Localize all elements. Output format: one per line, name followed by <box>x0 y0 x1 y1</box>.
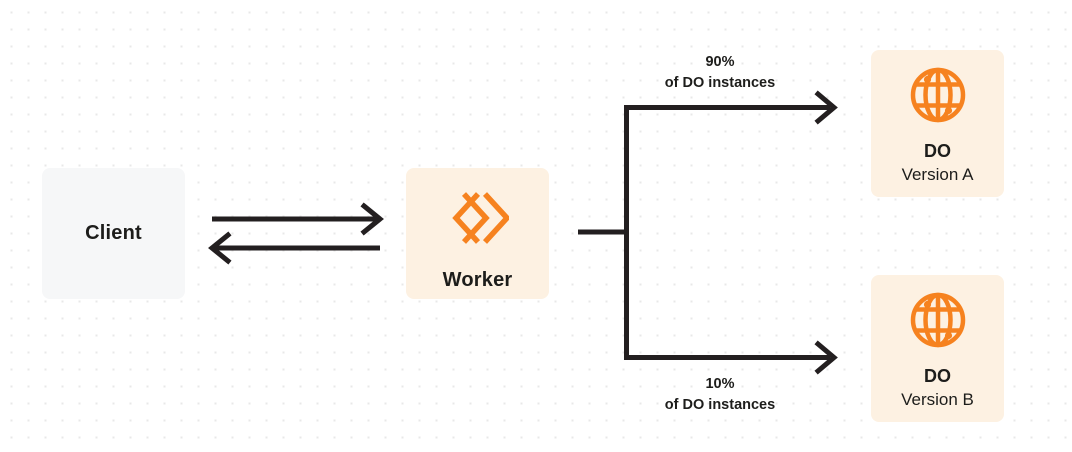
edge-worker-to-do-b <box>624 340 838 375</box>
edge-label-do-a: 90% of DO instances <box>612 52 828 94</box>
node-worker[interactable]: Worker <box>406 168 549 299</box>
edge-worker-to-do-a <box>624 90 838 125</box>
node-client[interactable]: Client <box>42 168 185 299</box>
node-do-version-b[interactable]: DO Version B <box>871 275 1004 422</box>
edge-label-do-a-percent: 90% <box>705 54 735 70</box>
edge-label-do-b-caption: of DO instances <box>664 397 776 414</box>
edge-worker-to-client <box>208 231 380 265</box>
node-do-version-a[interactable]: DO Version A <box>871 50 1004 197</box>
worker-label: Worker <box>442 269 513 291</box>
edge-client-to-worker <box>212 202 384 236</box>
do-a-sublabel: Version A <box>901 165 974 184</box>
do-b-sublabel: Version B <box>901 390 974 409</box>
edge-label-do-a-caption: of DO instances <box>664 75 776 92</box>
edge-label-do-b: 10% of DO instances <box>612 374 828 416</box>
globe-icon <box>909 291 967 354</box>
client-label: Client <box>85 222 142 244</box>
globe-icon <box>909 66 967 129</box>
do-b-label: DO <box>924 366 951 386</box>
do-a-label: DO <box>924 141 951 161</box>
edge-label-do-b-percent: 10% <box>705 376 735 392</box>
edge-worker-fork-stub <box>578 108 629 358</box>
cloudflare-workers-icon <box>447 190 511 251</box>
